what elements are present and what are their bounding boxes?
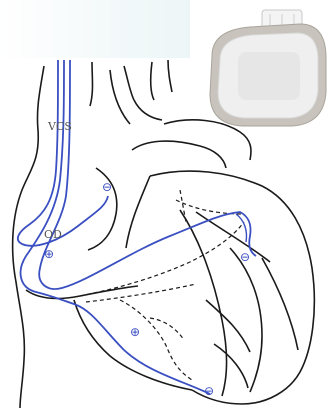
label-od: OD: [44, 228, 62, 241]
plus-marker-icon: ⊕: [44, 247, 54, 261]
pacemaker-device: [190, 0, 330, 134]
plus-marker-icon: ⊕: [130, 325, 140, 339]
label-vcs: VCS: [47, 120, 72, 133]
lead-atrial: [18, 60, 108, 246]
minus-marker-icon: ⊖: [102, 180, 112, 194]
minus-marker-icon: ⊖: [204, 384, 214, 398]
minus-marker-icon: ⊖: [240, 250, 250, 264]
lead-ventricle: [21, 60, 210, 394]
